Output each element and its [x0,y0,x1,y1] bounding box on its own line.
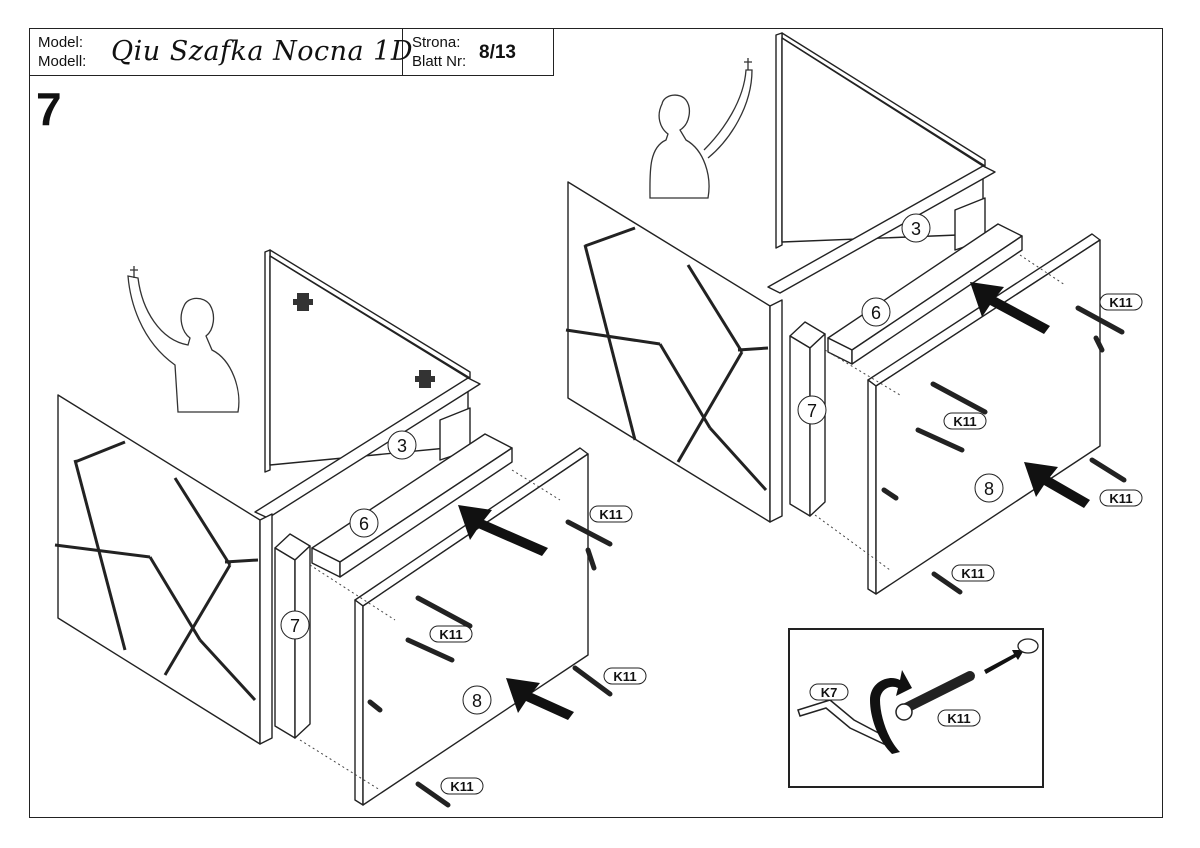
person-figure-icon [127,266,240,413]
part-label-6-right: 6 [861,297,891,327]
push-arrow-icons [458,282,1090,720]
inset-screw-icon [895,671,975,721]
part-label-7-left: 7 [280,610,310,640]
page-border [29,28,1163,818]
hardware-tag-k11: K11 [589,505,633,523]
svg-text:K11: K11 [613,669,636,684]
person-figure-icon-right [649,58,753,199]
model-label: Model: [38,34,84,51]
right-top-rail [767,165,996,294]
svg-text:7: 7 [290,616,300,636]
svg-text:6: 6 [871,303,881,323]
svg-text:3: 3 [911,219,921,239]
hardware-tag-k11: K11 [1099,489,1143,507]
right-strip-7 [789,321,826,517]
page-number: 8/13 [479,42,516,63]
svg-text:8: 8 [984,479,994,499]
model-name: Qiu Szafka Nocna 1D [111,36,413,67]
hardware-tag-k7: K7 [809,683,849,701]
rotation-arrow-icon [870,670,912,754]
part-label-7-right: 7 [797,395,827,425]
detail-inset-frame [788,628,1044,788]
right-side-panel [775,32,986,249]
part-label-3-right: 3 [901,213,931,243]
svg-text:8: 8 [472,691,482,711]
title-block: Model: Modell: Qiu Szafka Nocna 1D Stron… [29,28,554,76]
alignment-guides [299,254,1066,791]
svg-text:K11: K11 [961,566,984,581]
page-label-de: Blatt Nr: [412,53,467,70]
hardware-tag-k11-inset: K11 [937,709,981,727]
model-cell: Model: Modell: Qiu Szafka Nocna 1D [29,28,413,75]
right-front-door [565,181,783,523]
svg-text:K11: K11 [450,779,473,794]
cam-fitting-icon [293,293,435,388]
svg-text:K11: K11 [439,627,462,642]
screw-icons-right [881,305,1127,595]
page-label: Strona: [412,34,461,51]
hardware-tag-k11: K11 [1099,293,1143,311]
svg-text:K11: K11 [947,711,970,726]
svg-text:3: 3 [397,436,407,456]
part-label-8-left: 8 [462,685,492,715]
left-top-rail [254,377,481,519]
part-label-3-left: 3 [387,430,417,460]
svg-text:K11: K11 [599,507,622,522]
left-strip-7 [274,533,311,739]
svg-text:K11: K11 [1109,295,1132,310]
hardware-tag-k11: K11 [603,667,647,685]
part-label-8-right: 8 [974,473,1004,503]
hardware-tag-k11: K11 [943,412,987,430]
svg-text:7: 7 [807,401,817,421]
part-label-6-left: 6 [349,508,379,538]
left-front-door [54,394,273,745]
hardware-tag-k11: K11 [440,777,484,795]
svg-text:6: 6 [359,514,369,534]
page-cell: Strona: Blatt Nr: 8/13 [403,28,553,75]
hardware-tag-k11: K11 [429,625,473,643]
insert-arrow-icon [984,638,1039,674]
svg-text:K11: K11 [1109,491,1132,506]
step-number: 7 [36,83,62,135]
hardware-tag-k11: K11 [951,564,995,582]
svg-text:K11: K11 [953,414,976,429]
svg-text:K7: K7 [821,685,838,700]
model-label-de: Modell: [38,53,87,70]
screw-icons-left [367,519,613,808]
